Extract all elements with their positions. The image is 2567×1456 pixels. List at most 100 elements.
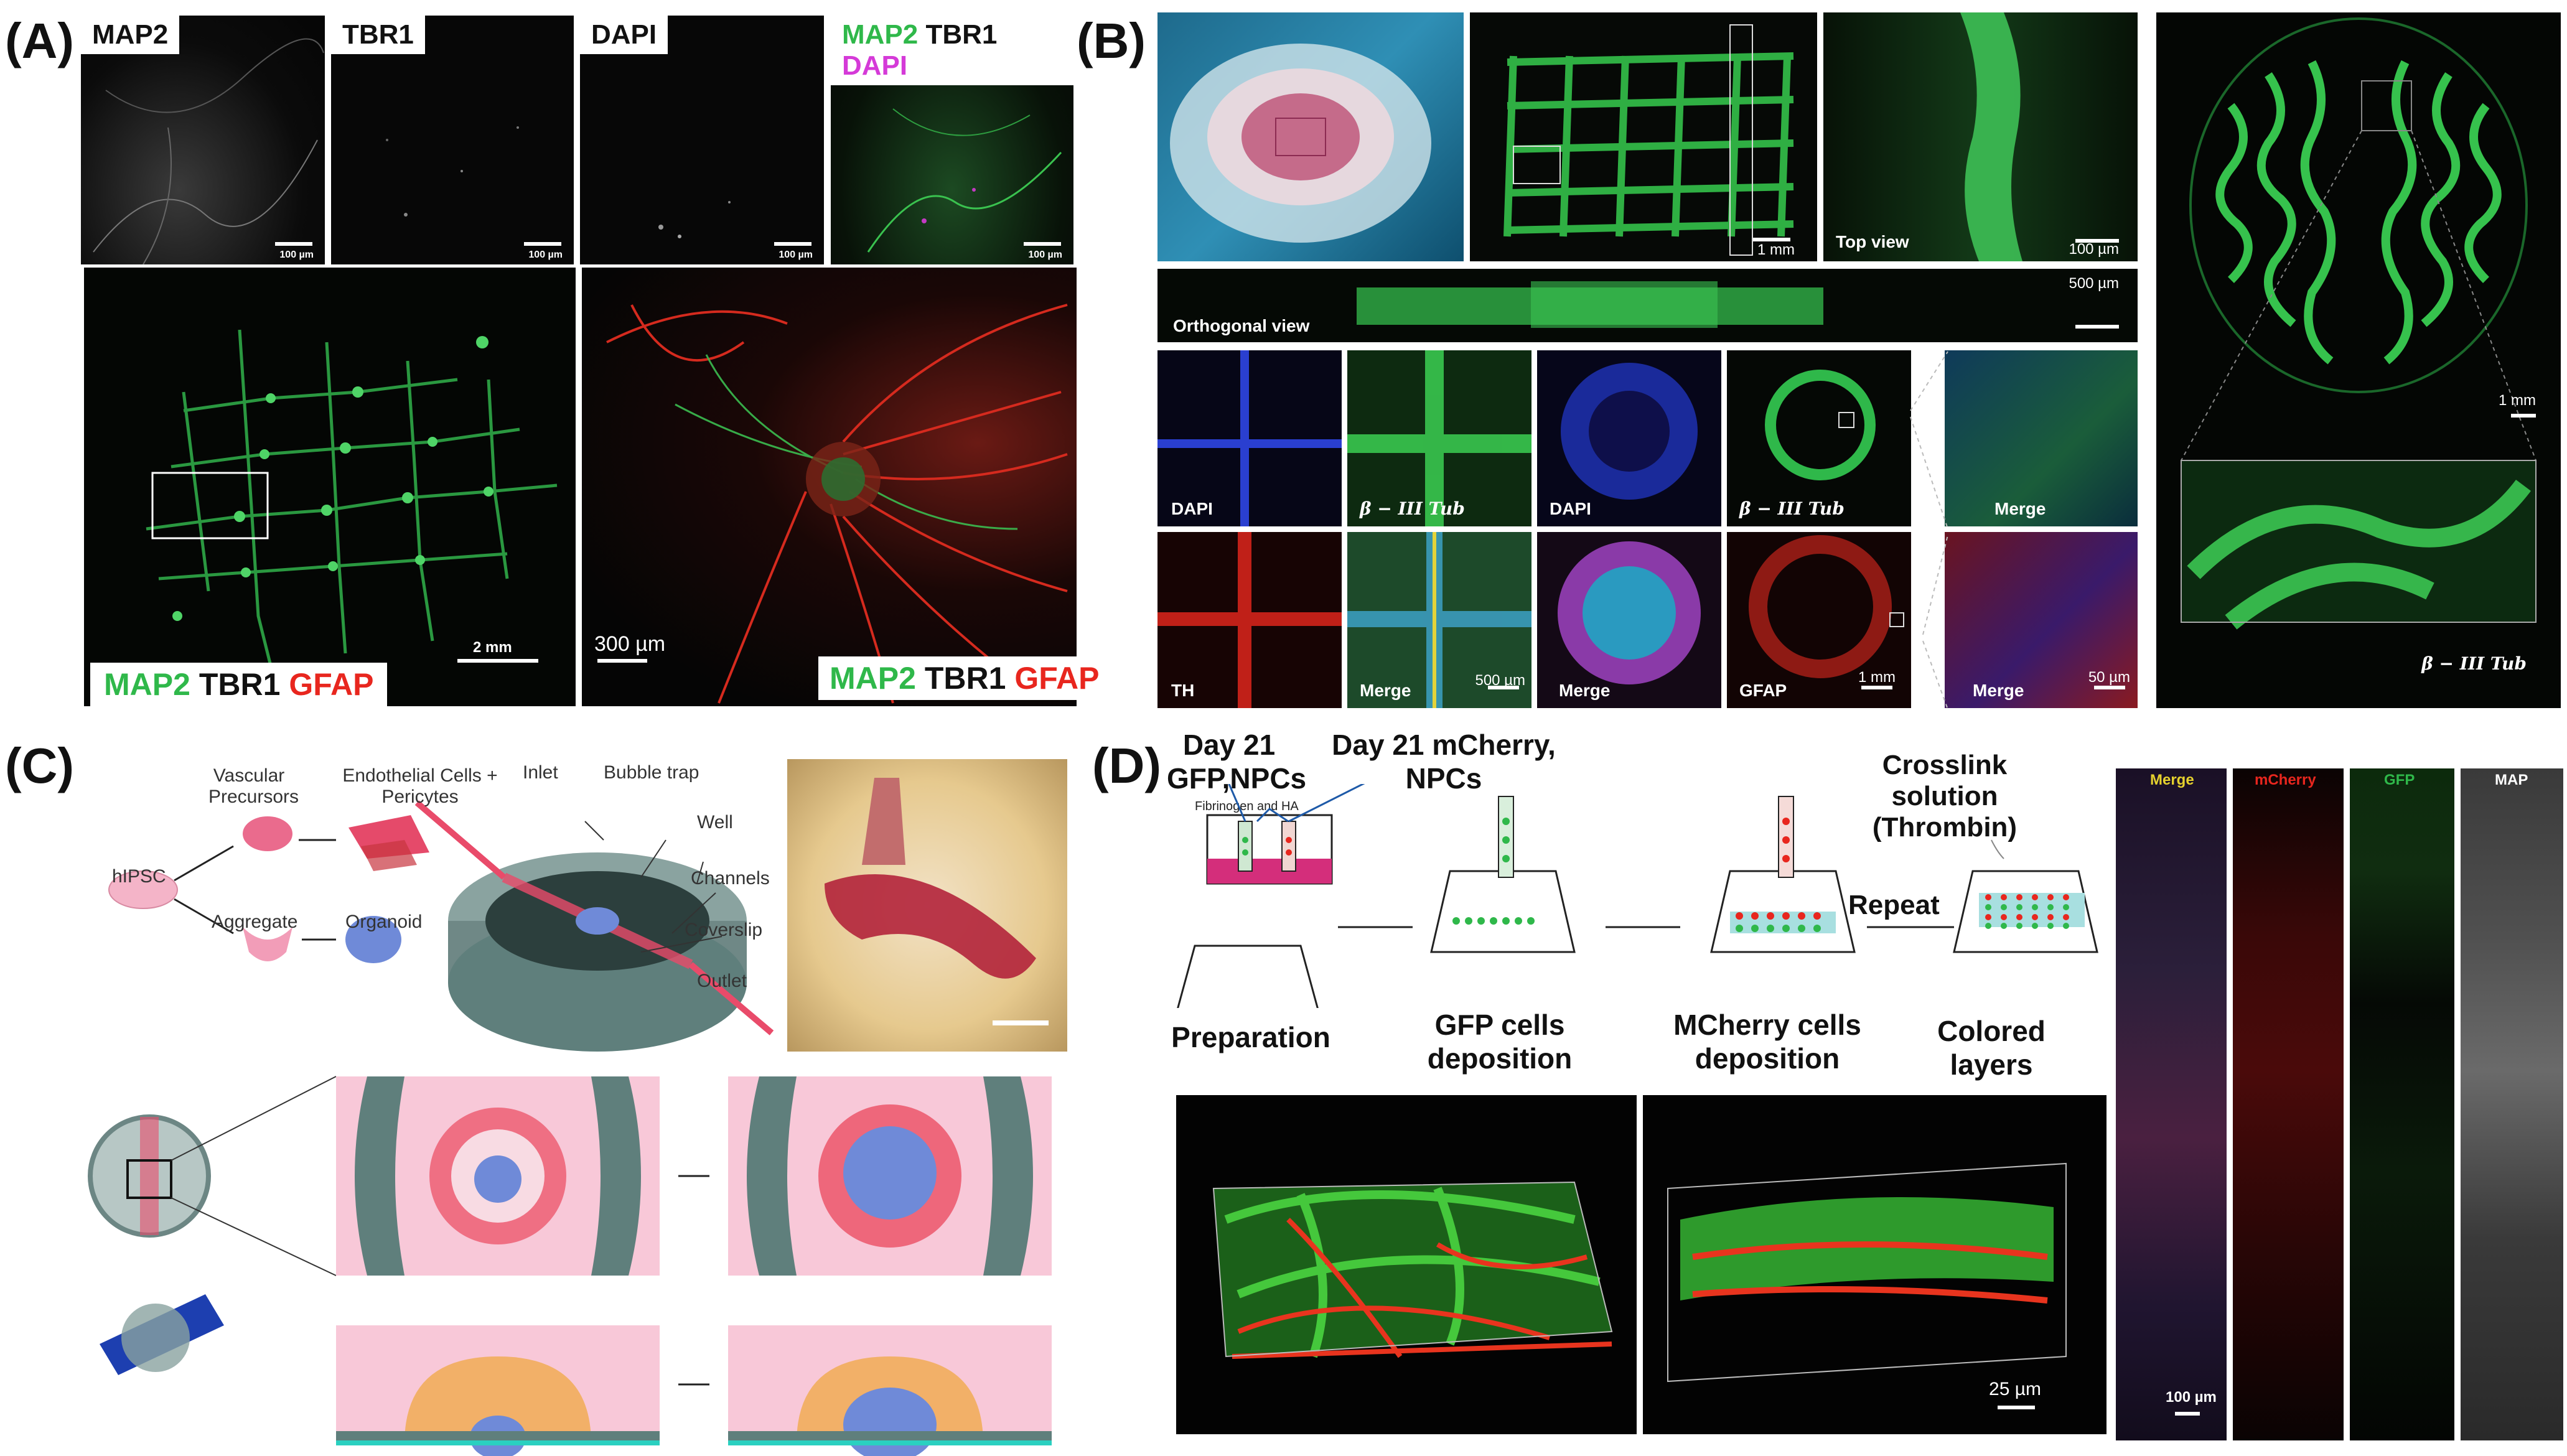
panel-c-label: (C) [5,738,75,793]
legend-map2: MAP2 [104,667,190,702]
a-grid-neuron-image: 2 mm [84,268,576,706]
d-strip-merge: Merge 100 µm [2116,768,2227,1440]
a-tbr1-texture [386,126,519,217]
b-th-grid-image: TH [1157,532,1342,708]
d-strip-merge-label: Merge [2150,772,2194,788]
c-photo-drawing [825,778,1049,1025]
d-preparation: Preparation [1171,1021,1330,1053]
a-merge-dapi: DAPI [842,50,908,81]
b-brain-image: 1 mm β − III Tub [2156,12,2561,708]
b-brain-drawing [2181,17,2537,630]
d-day21-mcherry: Day 21 mCherry, NPCs [1332,729,1556,795]
scale-bar [275,242,312,246]
b-merge-zoom2-image: Merge 50 µm [1945,532,2138,708]
c-organoid-label: Organoid [345,912,423,932]
scale-bar [1753,238,1790,241]
d-crosslink: Crosslink solution (Thrombin) [1872,750,2018,842]
b-brain-tub-label: β − III Tub [2421,653,2527,674]
b-dapi-grid-image: DAPI [1157,350,1342,526]
scale-bar [1024,242,1061,246]
d-gfp-deposition: GFP cells deposition [1427,1009,1573,1075]
c-hipsc-label: hIPSC [112,866,166,887]
d-25-scale-text: 25 µm [1989,1379,2041,1399]
b-merge-ring-image: Merge [1537,532,1721,708]
a-tbr1-label: TBR1 [331,16,425,54]
a-explant-image: 300 µm [582,268,1077,706]
b-merge-grid-drawing [1347,532,1531,708]
a-map2-label: MAP2 [81,16,180,54]
b-orthogonal-drawing [1357,281,1823,328]
b-th-grid-drawing [1157,532,1342,708]
b-merge-ring-drawing [1558,541,1701,684]
d-strip-gfp: GFP [2350,768,2454,1440]
b-grid-drawing [1503,24,1794,256]
b-merge-ring-label: Merge [1559,681,1611,700]
a-bottom-left-legend: MAP2 TBR1 GFAP [90,663,388,706]
a-dapi-texture [658,201,731,238]
b-tub-label: β − III Tub [1360,498,1465,519]
a-300-scale-text: 300 µm [594,632,666,656]
b-500b-scale-text: 500 µm [1475,672,1525,689]
b-th-label: TH [1171,681,1195,700]
d-deposition-diagram [1177,784,2098,1008]
c-channels-label: Channels [691,868,770,889]
c-outlet-label: Outlet [697,971,747,991]
scale-bar [2175,1412,2200,1416]
d-3d-render-1 [1176,1095,1637,1434]
b-dapi-ring-label: DAPI [1550,499,1591,518]
b-gfap-label: GFAP [1739,681,1787,700]
c-coverslip-label: Coverslip [685,920,763,940]
scale-bar [1488,686,1519,689]
b-dapi-grid-drawing [1157,350,1342,526]
d-render1-drawing [1212,1181,1613,1359]
a-tbr1-scale-text: 100 µm [528,250,563,260]
a-inset-box [151,472,269,539]
b-grid-scaffold-image: 1 mm [1470,12,1817,261]
b-merge-zoom-image: Merge [1945,350,2138,526]
scale-bar [1861,686,1892,689]
a-merge-image: MAP2 TBR1 DAPI 100 µm [831,16,1073,264]
scale-bar [457,659,538,663]
d-colored-layers: Colored layers [1937,1015,2046,1081]
c-inlet-label: Inlet [523,762,558,783]
scale-bar [774,242,811,246]
b-1mm-scale-text: 1 mm [1757,241,1795,258]
b-merge-zoom2-label: Merge [1973,681,2024,700]
d-strip-gfp-label: GFP [2384,772,2415,788]
a-merge-map2: MAP2 [842,19,919,50]
a-map2-texture [93,38,324,264]
a-map2-scale-text: 100 µm [279,250,314,260]
d-strip-map: MAP [2461,768,2563,1440]
c-endothelial-label: Endothelial Cells + Pericytes [342,765,498,807]
scale-bar [2511,414,2536,418]
legend-gfap-right: GFAP [1014,661,1100,696]
b-tub-ring-drawing [1765,370,1876,480]
d-strip-map-label: MAP [2495,772,2528,788]
b-1mm-b-scale-text: 1 mm [1858,669,1896,686]
a-dapi-label: DAPI [580,16,668,54]
b-zoom-connectors [1910,351,1948,710]
d-strip-scale-text: 100 µm [2166,1389,2217,1406]
d-render2-drawing [1667,1162,2067,1383]
c-organoid-vascularization-drawing [88,1076,1052,1456]
d-strip-mcherry-label: mCherry [2255,772,2316,788]
c-device-photo [787,759,1067,1052]
legend-map2-right: MAP2 [830,661,916,696]
panel-d-label: (D) [1092,738,1162,793]
a-dapi-scale-text: 100 µm [779,250,813,260]
b-gfap-ring-image: GFAP 1 mm [1727,532,1911,708]
b-brain-scale-text: 1 mm [2499,392,2536,409]
a-grid-network [146,329,558,666]
b-tub-ring-label: β − III Tub [1739,498,1845,519]
a-2mm-scale-text: 2 mm [473,639,512,656]
c-well-label: Well [697,812,733,833]
b-500-scale-text: 500 µm [2069,275,2119,292]
legend-gfap: GFAP [289,667,374,702]
scale-bar [2094,686,2125,689]
d-repeat: Repeat [1848,890,1940,920]
a-merge-scale-text: 100 µm [1028,250,1062,260]
b-tub-grid-drawing [1347,350,1531,526]
a-dapi-image: DAPI 100 µm [580,16,824,264]
b-merge-grid-label: Merge [1360,681,1411,700]
b-gfap-ring-drawing [1749,535,1904,678]
